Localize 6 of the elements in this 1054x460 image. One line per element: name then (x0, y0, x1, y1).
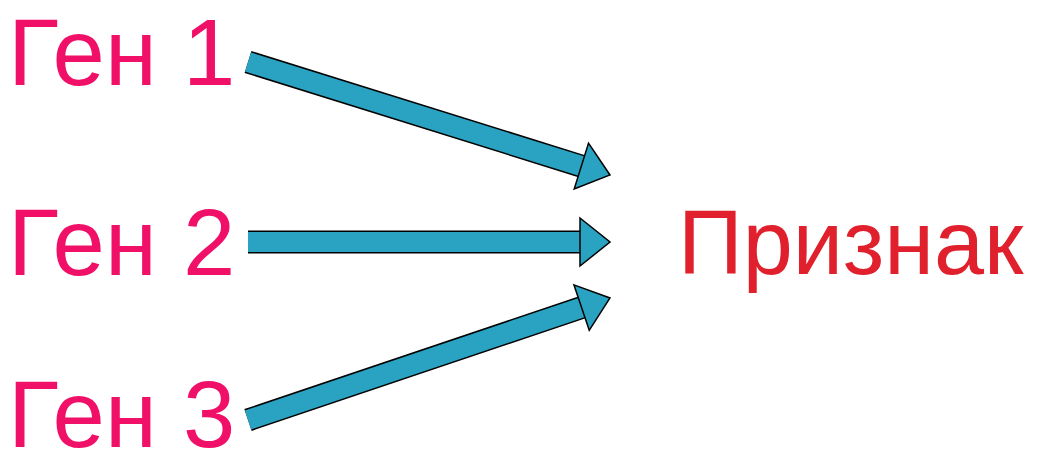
block-arrow (248, 217, 611, 267)
gene-label: Ген 1 (8, 5, 248, 100)
block-arrow (244, 284, 611, 431)
block-arrow (244, 51, 611, 190)
gene-label: Ген 3 (8, 372, 248, 457)
gene-label: Ген 2 (8, 195, 248, 290)
